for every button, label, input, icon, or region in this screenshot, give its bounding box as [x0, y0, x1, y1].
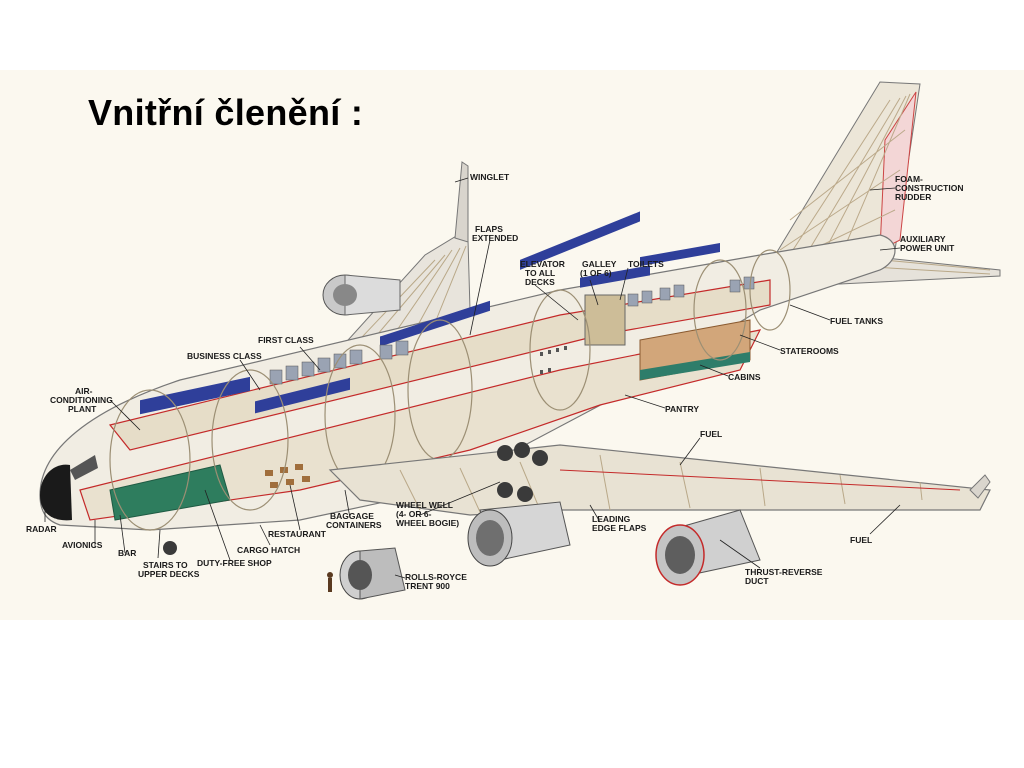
label-cargo-hatch: CARGO HATCH: [237, 545, 300, 555]
leader-lines: [44, 177, 901, 579]
label-fuel-mid: FUEL: [700, 429, 722, 439]
label-winglet: WINGLET: [470, 172, 510, 182]
label-toilets: TOILETS: [628, 259, 664, 269]
outer-engine: [655, 509, 761, 586]
wing-fuel-line: [559, 469, 961, 491]
person-figure: [327, 572, 333, 592]
inner-engine: [467, 501, 571, 567]
label-business-class: BUSINESS CLASS: [187, 351, 262, 361]
landing-gear: [163, 442, 548, 555]
near-wing: [328, 444, 991, 516]
label-fuel-tanks: FUEL TANKS: [830, 316, 883, 326]
far-engine: [322, 274, 401, 316]
cabins-stripe: [640, 352, 750, 380]
label-first-class: FIRST CLASS: [258, 335, 314, 345]
near-wing-ribs: [399, 454, 923, 513]
label-pantry: PANTRY: [665, 404, 699, 414]
label-galley: GALLEY(1 OF 6): [580, 259, 617, 278]
galley-block: [584, 294, 626, 346]
label-wheel-well: WHEEL WELL(4- OR 6-WHEEL BOGIE): [396, 500, 459, 528]
label-radar: RADAR: [26, 524, 57, 534]
label-bar: BAR: [118, 548, 136, 558]
label-fuel-wing: FUEL: [850, 535, 872, 545]
slide-title: Vnitřní členění :: [88, 92, 364, 133]
tail-ribs: [769, 93, 911, 271]
label-cabins: CABINS: [728, 372, 761, 382]
cabin-seats: [140, 211, 720, 415]
rolls-royce-engine-model: [339, 547, 406, 600]
nose-radar: [40, 464, 72, 521]
fuselage-windows: [540, 346, 567, 374]
label-avionics: AVIONICS: [62, 540, 103, 550]
label-staterooms: STATEROOMS: [780, 346, 839, 356]
label-restaurant: RESTAURANT: [268, 529, 327, 539]
near-winglet: [969, 474, 991, 499]
winglet: [454, 161, 469, 243]
label-duty-free: DUTY-FREE SHOP: [197, 558, 272, 568]
